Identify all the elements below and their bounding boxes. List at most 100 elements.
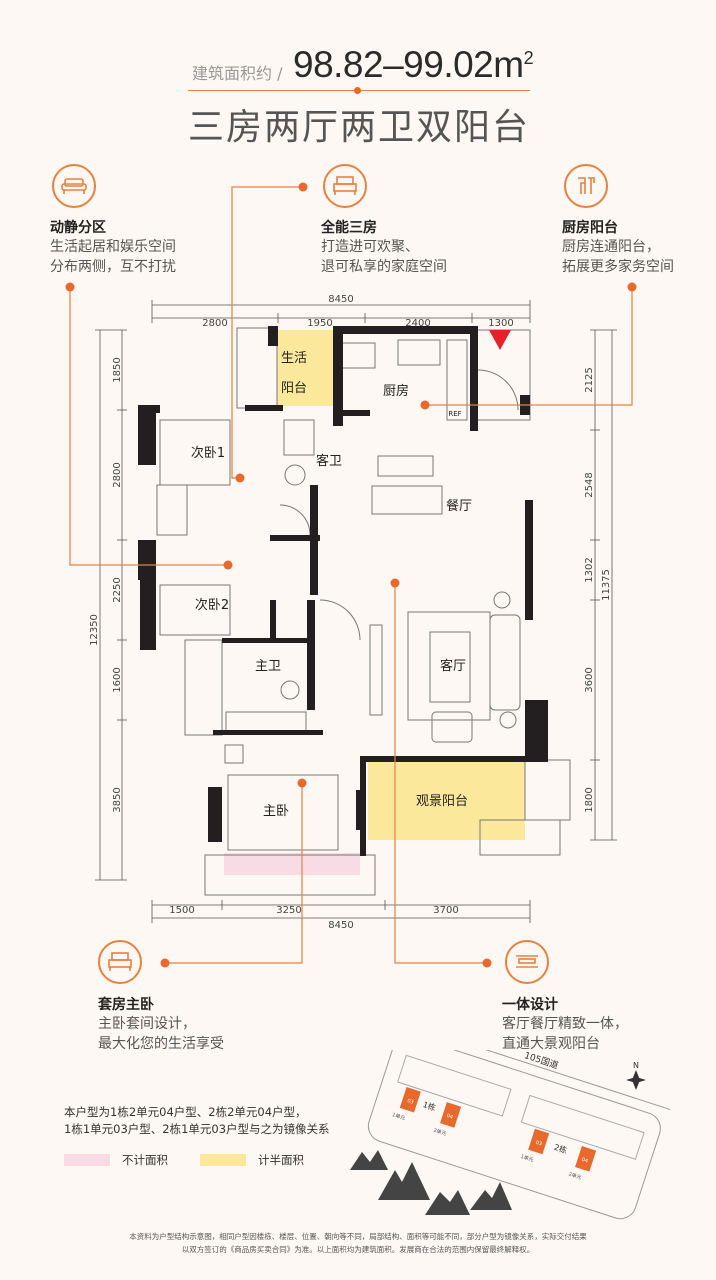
callout-lines	[69, 186, 633, 964]
disclaimer-line: 以双方签订的《商品房买卖合同》为准。以上面积均为建筑面积。发展商在合法的范围内保…	[181, 1245, 535, 1254]
dim-label: 2250	[112, 577, 123, 602]
room-label-bedroom1: 次卧1	[191, 445, 225, 461]
feature-line: 最大化您的生活享受	[98, 1036, 224, 1052]
feature-line: 客厅餐厅精致一体，	[502, 1016, 628, 1032]
note-line: 1栋1单元03户型、2栋1单元03户型与之为镜像关系	[64, 1122, 330, 1136]
legend-excluded: 不计面积	[64, 1152, 168, 1168]
feature-line: 拓展更多家务空间	[562, 259, 674, 275]
dim-label: 2800	[112, 462, 123, 487]
unit-name: 2单元	[433, 1127, 448, 1138]
sofa-icon	[52, 164, 96, 208]
feature-title: 一体设计	[502, 997, 558, 1013]
note-line: 本户型为1栋2单元04户型、2栋2单元04户型，	[64, 1105, 307, 1119]
unit-label: 04	[446, 1113, 454, 1121]
dim-label: 1302	[584, 557, 595, 582]
disclaimer-line: 本资料为户型结构示意图，相同户型因楼栋、楼层、位置、朝向等不同，局部结构、面积等…	[129, 1232, 587, 1241]
title-divider-dot	[354, 87, 361, 94]
feature-title: 全能三房	[321, 220, 377, 236]
dim-label: 3600	[584, 667, 595, 692]
feature-integrated-design	[505, 940, 549, 984]
feature-line: 生活起居和娱乐空间	[50, 239, 176, 255]
area-value-number: 98.82–99.02m	[293, 44, 524, 85]
building-label: 2栋	[553, 1142, 569, 1156]
room-label-service-balcony: 阳台	[281, 381, 307, 396]
dim-label: 1850	[112, 357, 123, 382]
room-label-guest-bath: 客卫	[316, 453, 342, 469]
unit-name: 1单元	[520, 1153, 535, 1164]
kitchen-icon	[564, 164, 608, 208]
view-balcony-area	[368, 762, 525, 840]
walls	[138, 326, 548, 856]
dim-label: 1600	[112, 667, 123, 692]
dim-label: 2800	[202, 318, 227, 329]
room-labels: 生活 阳台 厨房 REF 次卧1 客卫 餐厅 次卧2 主卫 客厅 主卧 观景阳台	[191, 351, 472, 819]
dim-label: 1800	[584, 787, 595, 812]
disclaimer: 本资料为户型结构示意图，相同户型因楼栋、楼层、位置、朝向等不同，局部结构、面积等…	[0, 1230, 716, 1256]
ref-label: REF	[448, 410, 461, 418]
site-boundary	[367, 1050, 661, 1220]
feature-title: 厨房阳台	[562, 220, 618, 236]
dim-label: 3850	[112, 787, 123, 812]
dim-label: 1300	[488, 318, 513, 329]
room-label-bedroom2: 次卧2	[195, 597, 229, 613]
unit-03-b1	[399, 1086, 421, 1113]
legend-label: 不计面积	[122, 1153, 168, 1167]
feature-kitchen-balcony	[564, 164, 608, 208]
feature-kitchen-balcony-text: 厨房阳台 厨房连通阳台， 拓展更多家务空间	[562, 217, 674, 277]
dimension-lines	[95, 300, 617, 923]
table-icon	[505, 940, 549, 984]
dim-label: 12350	[89, 614, 100, 646]
dim-label: 8450	[328, 920, 353, 931]
mirror-note: 本户型为1栋2单元04户型、2栋2单元04户型， 1栋1单元03户型、2栋1单元…	[64, 1104, 330, 1138]
room-label-master-bath: 主卫	[255, 659, 281, 674]
room-label-dining: 餐厅	[446, 498, 472, 514]
unit-label: 03	[535, 1140, 543, 1148]
dim-label: 1500	[169, 905, 194, 916]
dim-label: 11375	[601, 569, 612, 601]
unit-name: 1单元	[391, 1111, 406, 1122]
area-label: 建筑面积约 /	[192, 64, 283, 83]
feature-line: 打造进可欢聚、	[321, 239, 419, 255]
dim-label: 3250	[276, 905, 301, 916]
dim-label: 1950	[307, 318, 332, 329]
legend-swatch-yellow	[200, 1154, 246, 1166]
unit-04-b2	[575, 1146, 597, 1172]
feature-zoning-text: 动静分区 生活起居和娱乐空间 分布两侧，互不打扰	[50, 217, 176, 277]
unit-name: 2单元	[568, 1170, 583, 1181]
bed-icon	[323, 164, 367, 208]
floor-plan: 8450 2800 1950 2400 1300 12350 1850 2800…	[65, 182, 637, 968]
room-label-master-bedroom: 主卧	[263, 804, 289, 819]
feature-master-suite-text: 套房主卧 主卧套间设计， 最大化您的生活享受	[98, 994, 224, 1054]
callout-dots	[65, 182, 637, 968]
feature-three-rooms-text: 全能三房 打造进可欢聚、 退可私享的家庭空间	[321, 217, 447, 277]
room-label-service-balcony: 生活	[281, 351, 307, 366]
feature-three-rooms	[323, 164, 367, 208]
legend-label: 计半面积	[258, 1153, 304, 1167]
site-map: 105国道 03 04 03 04 1栋 2栋 1单元 2单元 1单元 2单元 …	[350, 1050, 670, 1220]
unit-04-b1	[440, 1102, 462, 1128]
feature-line: 主卧套间设计，	[98, 1016, 196, 1032]
road-label: 105国道	[523, 1050, 560, 1071]
dim-label: 3700	[433, 905, 458, 916]
unit-label: 04	[581, 1157, 589, 1165]
north-arrow-icon: N	[626, 1061, 646, 1090]
feature-line: 直通大景观阳台	[502, 1036, 600, 1052]
feature-line: 分布两侧，互不打扰	[50, 259, 176, 275]
area-value: 98.82–99.02m2	[293, 44, 534, 86]
thin-walls	[156, 327, 571, 896]
entry-marker-icon	[489, 330, 511, 350]
feature-zoning	[52, 164, 96, 208]
feature-integrated-design-text: 一体设计 客厅餐厅精致一体， 直通大景观阳台	[502, 994, 628, 1054]
bed-icon	[98, 940, 142, 984]
layout-title: 三房两厅两卫双阳台	[188, 107, 531, 148]
feature-line: 退可私享的家庭空间	[321, 259, 447, 275]
room-label-view-balcony: 观景阳台	[416, 794, 468, 809]
service-balcony-area	[277, 330, 333, 406]
unit-03-b2	[528, 1128, 550, 1155]
legend-swatch-pink	[64, 1154, 110, 1166]
north-label: N	[633, 1061, 639, 1070]
dim-label: 2125	[584, 367, 595, 392]
feature-title: 套房主卧	[98, 997, 154, 1013]
room-label-living: 客厅	[440, 658, 466, 674]
dim-label: 2548	[584, 472, 595, 497]
